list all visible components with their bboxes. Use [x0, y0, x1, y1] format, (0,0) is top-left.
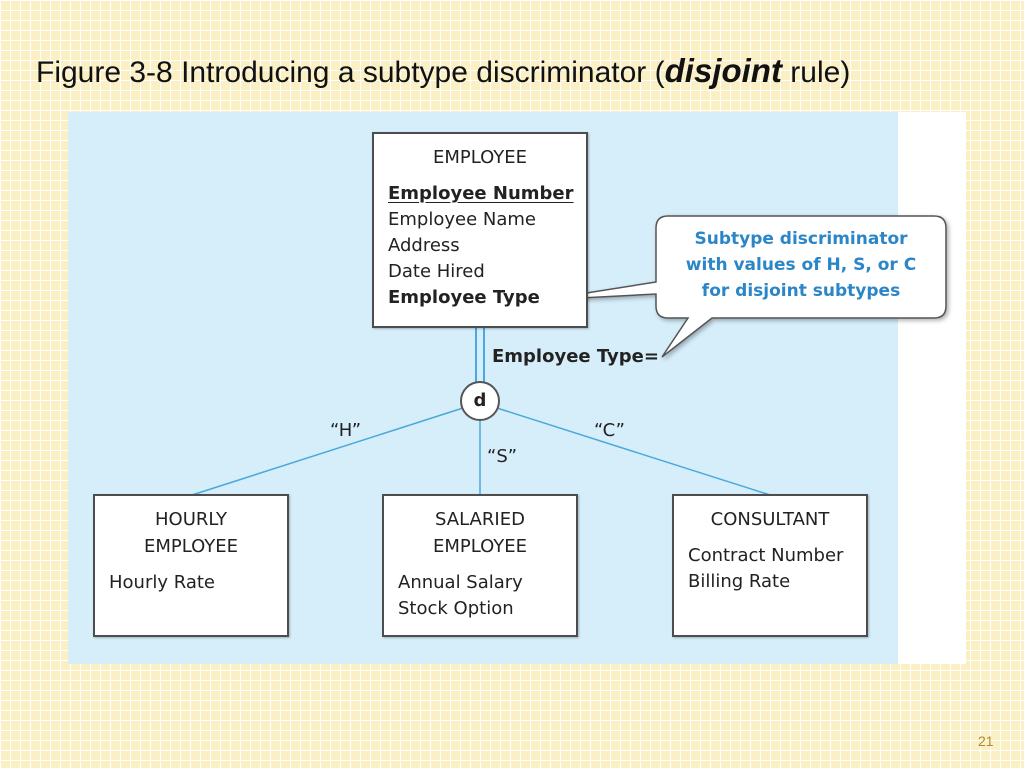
callout-line: Subtype discriminator: [694, 229, 908, 249]
attribute: Employee Name: [388, 209, 536, 230]
attribute: Stock Option: [398, 598, 514, 619]
attribute: Billing Rate: [688, 571, 791, 592]
attribute: Contract Number: [688, 545, 844, 566]
attribute-discriminator: Employee Type: [388, 287, 540, 308]
disjoint-constraint-symbol: d: [460, 381, 500, 421]
entity-salaried-employee[interactable]: SALARIED EMPLOYEE Annual Salary Stock Op…: [382, 494, 578, 637]
entity-name: EMPLOYEE: [432, 147, 528, 168]
branch-line-hourly: [191, 407, 464, 496]
attribute-primary-key: Employee Number: [388, 183, 574, 204]
attribute: Address: [388, 235, 460, 256]
branch-value-h: “H”: [330, 420, 362, 441]
title-suffix: rule): [781, 56, 851, 89]
attribute: Date Hired: [388, 261, 485, 282]
callout-text: Subtype discriminator with values of H, …: [658, 226, 944, 304]
entity-name-line: SALARIED: [435, 509, 525, 530]
callout-line: with values of H, S, or C: [685, 255, 917, 275]
branch-line-consultant: [496, 407, 771, 496]
entity-consultant[interactable]: CONSULTANT Contract Number Billing Rate: [672, 494, 868, 637]
entity-name-line: EMPLOYEE: [143, 536, 239, 557]
title-prefix: Figure 3-8 Introducing a subtype discrim…: [36, 56, 665, 89]
discriminator-label: Employee Type=: [492, 346, 659, 367]
slide-title: Figure 3-8 Introducing a subtype discrim…: [36, 52, 996, 90]
entity-name-line: HOURLY: [154, 509, 228, 530]
branch-value-c: “C”: [594, 420, 625, 441]
callout-bubble: [541, 215, 947, 358]
callout-line: for disjoint subtypes: [701, 281, 901, 301]
page-number: 21: [978, 733, 994, 749]
entity-name-line: EMPLOYEE: [432, 536, 528, 557]
entity-employee[interactable]: EMPLOYEE Employee Number Employee Name A…: [372, 132, 588, 328]
entity-hourly-employee[interactable]: HOURLY EMPLOYEE Hourly Rate: [93, 494, 289, 637]
entity-name-line: CONSULTANT: [710, 509, 830, 530]
attribute: Annual Salary: [398, 572, 523, 593]
title-emphasis: disjoint: [664, 52, 782, 89]
branch-value-s: “S”: [487, 446, 518, 467]
attribute: Hourly Rate: [109, 572, 216, 593]
